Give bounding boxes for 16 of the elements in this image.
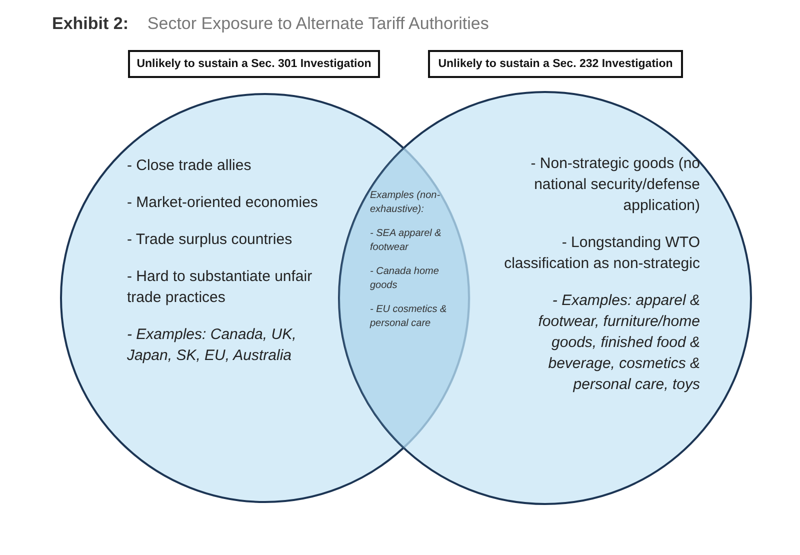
heading-box: Unlikely to sustain a Sec. 301 Investigation bbox=[128, 50, 380, 78]
overlap-text: Examples (non-exhaustive): bbox=[370, 189, 442, 217]
exhibit-title: Exhibit 2: Sector Exposure to Alternate Tariff Authorities bbox=[52, 14, 489, 34]
bullet-text: - Close trade allies bbox=[127, 156, 252, 176]
bullet-text: - Examples: Canada, UK, Japan, SK, EU, Australia bbox=[127, 325, 298, 366]
heading-box: Unlikely to sustain a Sec. 232 Investigation bbox=[428, 50, 683, 78]
bullet-text: - Trade surplus countries bbox=[127, 230, 294, 250]
overlap-text: - EU cosmetics & personal care bbox=[370, 303, 448, 331]
bullet-text: - Longstanding WTO classification as non-strategic bbox=[503, 233, 700, 274]
bullet-text: - Non-strategic goods (no national security/defense application) bbox=[530, 154, 700, 216]
overlap-text: - Canada home goods bbox=[370, 265, 440, 293]
overlap-text: - SEA apparel & footwear bbox=[370, 227, 442, 255]
bullet-text: - Examples: apparel & footwear, furniture/home goods, finished food & beverage, cosmetics & personal care, toys bbox=[537, 291, 700, 395]
bullet-text: - Hard to substantiate unfair trade practices bbox=[127, 267, 314, 308]
overlap-region bbox=[338, 147, 470, 449]
bullet-text: - Market-oriented economies bbox=[127, 193, 319, 213]
